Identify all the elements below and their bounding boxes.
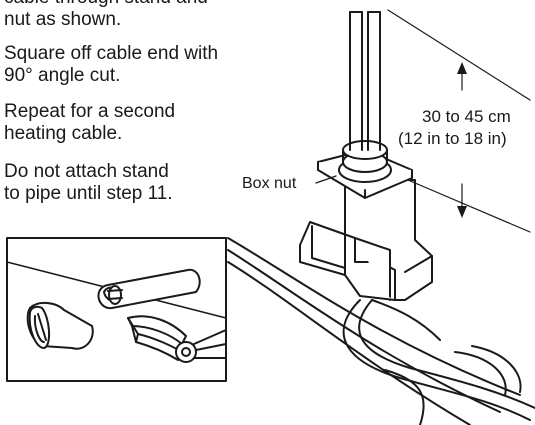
- step-square-off-line1: Square off cable end with: [4, 43, 219, 64]
- step-square-off-line2: 90° angle cut.: [4, 65, 121, 86]
- cut-off-piece-drawing: [26, 302, 94, 350]
- cable-end-drawing: [97, 268, 201, 310]
- instruction-fragment-2: nut as shown.: [4, 9, 122, 30]
- pipe-strap-drawing: [454, 345, 522, 396]
- heating-cable-on-pipe-drawing: [342, 299, 535, 421]
- dimension-label-line1: 30 to 45 cm: [422, 107, 511, 126]
- stand-drawing: [299, 179, 433, 301]
- dimension-label-line2: (12 in to 18 in): [398, 129, 507, 148]
- heating-cable-vertical-drawing: [349, 11, 381, 151]
- box-nut-drawing: [317, 140, 413, 199]
- inset-frame: [6, 237, 227, 382]
- dimension-arrowheads: [457, 62, 467, 218]
- step-attach-line1: Do not attach stand: [4, 161, 169, 182]
- instruction-fragment: cable through stand and: [4, 0, 208, 9]
- box-nut-callout: Box nut: [242, 175, 297, 192]
- pipe-drawing: [227, 237, 521, 425]
- box-nut-leader-line: [315, 175, 337, 184]
- wire-cutters-drawing: [127, 315, 227, 363]
- step-attach-line2: to pipe until step 11.: [4, 183, 173, 204]
- step-repeat-line1: Repeat for a second: [4, 101, 176, 122]
- step-repeat-line2: heating cable.: [4, 123, 123, 144]
